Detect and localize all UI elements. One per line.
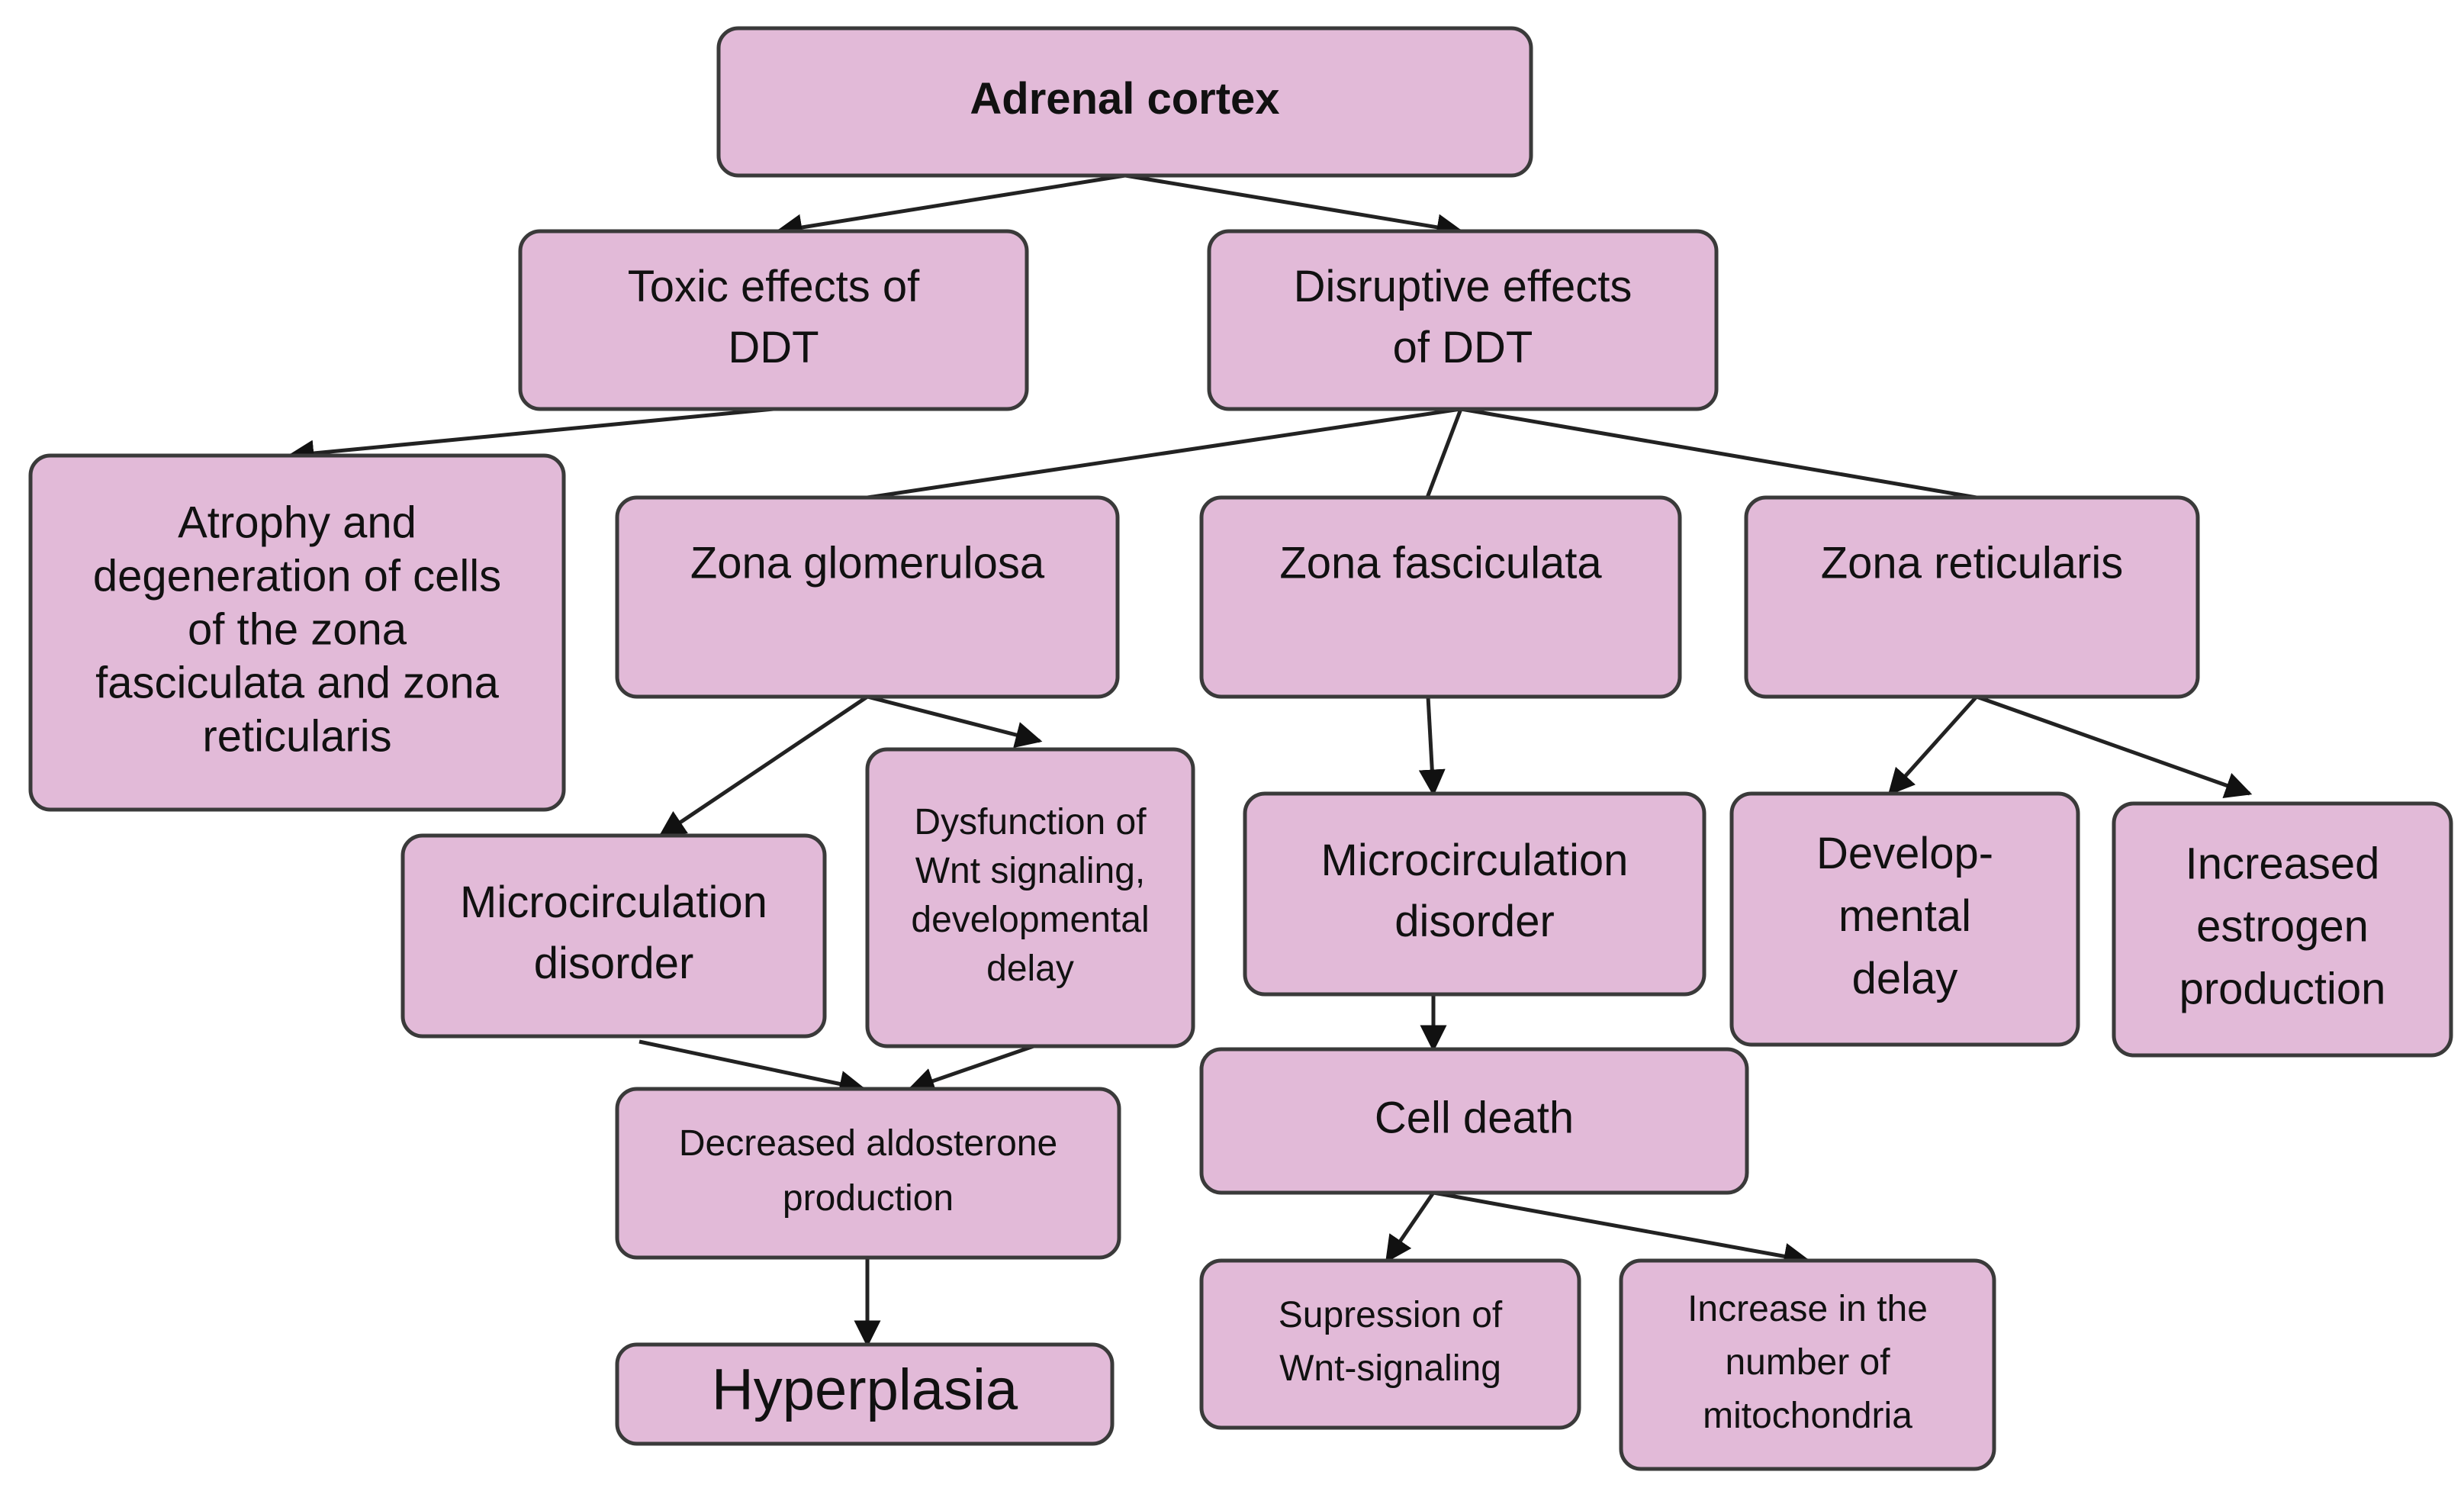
node-zona-reticularis: Zona reticularis	[1744, 495, 2200, 699]
node-hyperplasia: Hyperplasia	[615, 1342, 1115, 1446]
node-box	[1199, 1047, 1749, 1195]
edge-cell-death-to-wnt-suppression	[1385, 1191, 1436, 1263]
node-label-line: Wnt signaling,	[915, 851, 1145, 891]
node-box	[1619, 1258, 1996, 1471]
node-label-line: number of	[1725, 1342, 1890, 1383]
node-decreased-aldosterone: Decreased aldosterone production	[615, 1087, 1121, 1260]
node-mitochondria-increase: Increase in the number of mitochondria	[1619, 1258, 1996, 1471]
node-box	[1243, 791, 1706, 997]
node-label-line: reticularis	[202, 711, 391, 761]
node-label-line: mental	[1838, 891, 1971, 941]
node-label-line: Toxic effects of	[628, 262, 920, 311]
node-label-line: disorder	[534, 939, 694, 988]
node-wnt-dysfunction: Dysfunction of Wnt signaling, developmenta…	[865, 747, 1195, 1048]
node-label-line: production	[2179, 964, 2386, 1013]
node-label-line: Disruptive effects	[1294, 262, 1632, 311]
node-label-line: Increase in the	[1687, 1289, 1928, 1329]
node-increased-estrogen: Increased estrogen production	[2112, 801, 2453, 1058]
node-adrenal-cortex: Adrenal cortex	[716, 26, 1533, 178]
node-label-line: disorder	[1394, 897, 1555, 946]
node-label-line: developmental	[911, 900, 1149, 940]
node-label-line: Develop-	[1816, 829, 1993, 878]
node-microcirculation-disorder-zf: Microcirculation disorder	[1243, 791, 1706, 997]
node-label-line: of the zona	[188, 604, 407, 654]
node-label-line: Zona glomerulosa	[690, 538, 1045, 588]
node-box	[1729, 791, 2080, 1047]
edge-zona-reticularis-to-increased-estrogen	[1976, 694, 2253, 798]
edge-adrenal-cortex-to-toxic-effects	[775, 173, 1126, 241]
node-box	[1744, 495, 2200, 699]
node-disruptive-effects: Disruptive effects of DDT	[1207, 229, 1719, 411]
node-cell-death: Cell death	[1199, 1047, 1749, 1195]
node-label-line: estrogen	[2196, 901, 2369, 951]
node-zona-fasciculata: Zona fasciculata	[1199, 495, 1682, 699]
node-box	[865, 747, 1195, 1048]
node-box	[1207, 229, 1719, 411]
node-label-line: production	[783, 1178, 954, 1219]
node-microcirculation-disorder-zg: Microcirculation disorder	[400, 833, 827, 1039]
node-label-line: Decreased aldosterone	[679, 1123, 1057, 1164]
node-label-line: fasciculata and zona	[95, 658, 500, 707]
node-box	[1199, 1258, 1581, 1430]
edges-layer	[287, 173, 2253, 1348]
node-label-line: Supression of	[1279, 1295, 1503, 1335]
edge-wnt-dysfunction-to-decreased-aldosterone	[907, 1044, 1034, 1094]
edge-adrenal-cortex-to-disruptive-effects	[1124, 173, 1464, 241]
node-label-line: Increased	[2186, 839, 2380, 888]
node-box	[1199, 495, 1682, 699]
edge-zona-reticularis-to-developmental-delay	[1887, 695, 1978, 796]
edge-cell-death-to-mitochondria-increase	[1433, 1190, 1811, 1270]
node-label-line: delay	[986, 949, 1074, 989]
edge-disruptive-effects-to-zona-reticularis	[1460, 407, 1977, 500]
edge-disruptive-effects-to-zona-glomerulosa	[867, 407, 1462, 500]
node-label-line: Adrenal cortex	[970, 74, 1279, 124]
edge-zona-glomerulosa-to-wnt-dysfunction	[867, 694, 1043, 749]
node-label-line: Zona reticularis	[1821, 538, 2123, 588]
node-developmental-delay: Develop-mental delay	[1729, 791, 2080, 1047]
node-label-line: Wnt-signaling	[1279, 1348, 1501, 1389]
node-box	[2112, 801, 2453, 1058]
node-label-line: mitochondria	[1703, 1396, 1912, 1436]
node-label-line: Hyperplasia	[712, 1358, 1018, 1422]
node-box	[28, 453, 566, 812]
node-box	[400, 833, 827, 1039]
node-label-line: Cell death	[1375, 1093, 1574, 1142]
node-toxic-effects: Toxic effects of DDT	[518, 229, 1029, 411]
node-box	[518, 229, 1029, 411]
node-label-line: delay	[1852, 954, 1958, 1003]
node-label-line: Zona fasciculata	[1279, 538, 1602, 588]
node-box	[615, 1342, 1115, 1446]
node-label-line: Microcirculation	[1321, 836, 1629, 885]
node-label-line: Microcirculation	[460, 878, 767, 927]
edge-disruptive-effects-to-zona-fasciculata	[1425, 408, 1463, 498]
edge-toxic-effects-to-atrophy	[287, 407, 774, 467]
edge-zona-fasciculata-to-microcirculation-disorder-zf	[1418, 696, 1446, 797]
node-label-line: of DDT	[1393, 323, 1533, 372]
node-label-line: degeneration of cells	[93, 551, 501, 601]
node-box	[615, 495, 1120, 699]
node-box	[716, 26, 1533, 178]
node-label-line: Atrophy and	[178, 498, 417, 547]
node-label-line: Dysfunction of	[914, 802, 1147, 842]
edge-zona-glomerulosa-to-microcirculation-disorder-zg	[658, 694, 869, 838]
edge-microcirculation-disorder-zg-to-decreased-aldosterone	[639, 1039, 867, 1097]
node-label-line: DDT	[728, 323, 819, 372]
node-box	[615, 1087, 1121, 1260]
node-zona-glomerulosa: Zona glomerulosa	[615, 495, 1120, 699]
node-wnt-suppression: Supression of Wnt-signaling	[1199, 1258, 1581, 1430]
